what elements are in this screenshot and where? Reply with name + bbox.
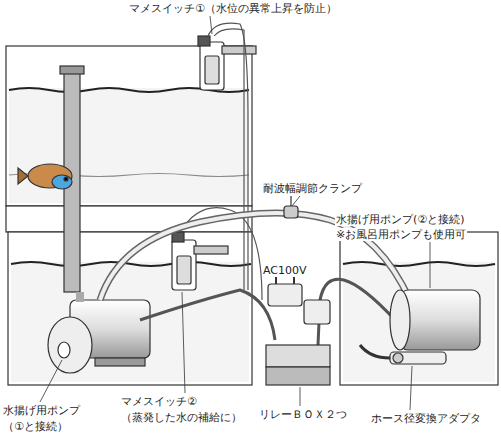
callout-label: （①と接続） xyxy=(2,420,69,433)
callout-label: マメスイッチ② xyxy=(120,395,198,408)
callout-label: 水揚げ用ポンプ xyxy=(2,404,81,417)
callout-label: AC100V xyxy=(262,264,308,277)
callout-label: 耐波幅調節クランプ xyxy=(262,182,363,195)
callout-label: マメスイッチ①（水位の異常上昇を防止） xyxy=(128,2,338,15)
callout-label: 水揚げ用ポンプ(②と接続) xyxy=(335,213,465,226)
callout-label: ※お風呂用ポンプも使用可 xyxy=(335,228,467,241)
callout-label: ホース径変換アダプタ xyxy=(370,412,482,425)
callout-label: リレーＢＯＸ２つ xyxy=(258,408,348,421)
callout-label: （蒸発した水の補給に） xyxy=(120,411,243,424)
